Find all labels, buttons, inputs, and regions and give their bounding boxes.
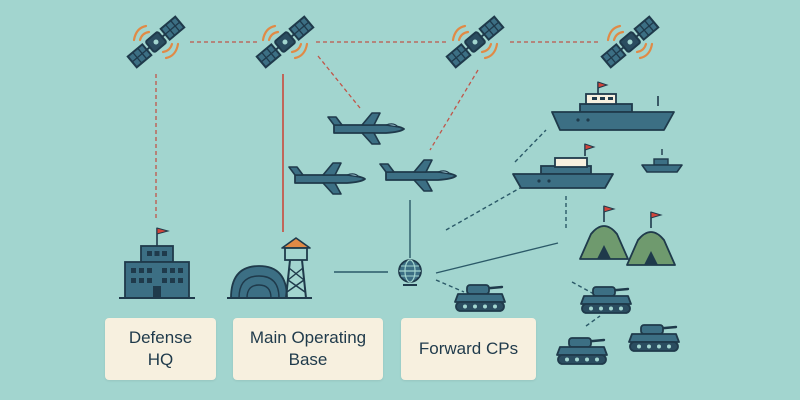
satellite-icon <box>445 15 505 69</box>
patrol-boat-icon <box>641 149 683 173</box>
satellite-icon <box>126 15 186 69</box>
warship-icon <box>551 81 675 131</box>
globe-network-icon <box>398 259 422 286</box>
fighter-jet-icon <box>327 112 405 145</box>
label-forward-cps-line-1: Forward CPs <box>418 339 519 358</box>
line-hub-tank <box>435 279 465 293</box>
downlinks <box>155 55 479 232</box>
tank-icon <box>627 323 681 353</box>
fighter-jet-icon <box>379 159 457 192</box>
tank-icon <box>579 285 633 315</box>
label-main-operating-base-line-1: Main Operating <box>249 328 367 347</box>
tank-icon <box>555 336 609 366</box>
tank-icon <box>453 283 507 313</box>
label-main-operating-base-line-2: Base <box>288 350 328 369</box>
line-hub-ship <box>445 187 521 231</box>
headquarters-building-icon <box>119 227 195 299</box>
link-sat2-jet <box>317 55 361 109</box>
label-defense-hq-line-2: HQ <box>147 350 174 369</box>
link-sat3-jet <box>429 69 479 151</box>
fighter-jet-icon <box>288 162 366 195</box>
field-tent-icon <box>626 211 676 266</box>
field-tent-icon <box>579 205 629 260</box>
line-tank-tank-2 <box>585 315 601 327</box>
satellite-icon <box>255 15 315 69</box>
satellite-icon <box>600 15 660 69</box>
line-tank-tank <box>571 281 595 295</box>
label-defense-hq: Defense HQ <box>105 318 216 380</box>
hangar-icon <box>227 265 291 299</box>
ground-network <box>334 129 601 327</box>
warship-icon <box>512 143 614 189</box>
watchtower-icon <box>280 237 312 299</box>
label-forward-cps: Forward CPs <box>401 318 536 380</box>
label-main-operating-base: Main Operating Base <box>233 318 383 380</box>
line-ship-ship <box>514 129 547 163</box>
label-defense-hq-line-1: Defense <box>128 328 193 347</box>
line-hub-tents <box>435 242 559 274</box>
